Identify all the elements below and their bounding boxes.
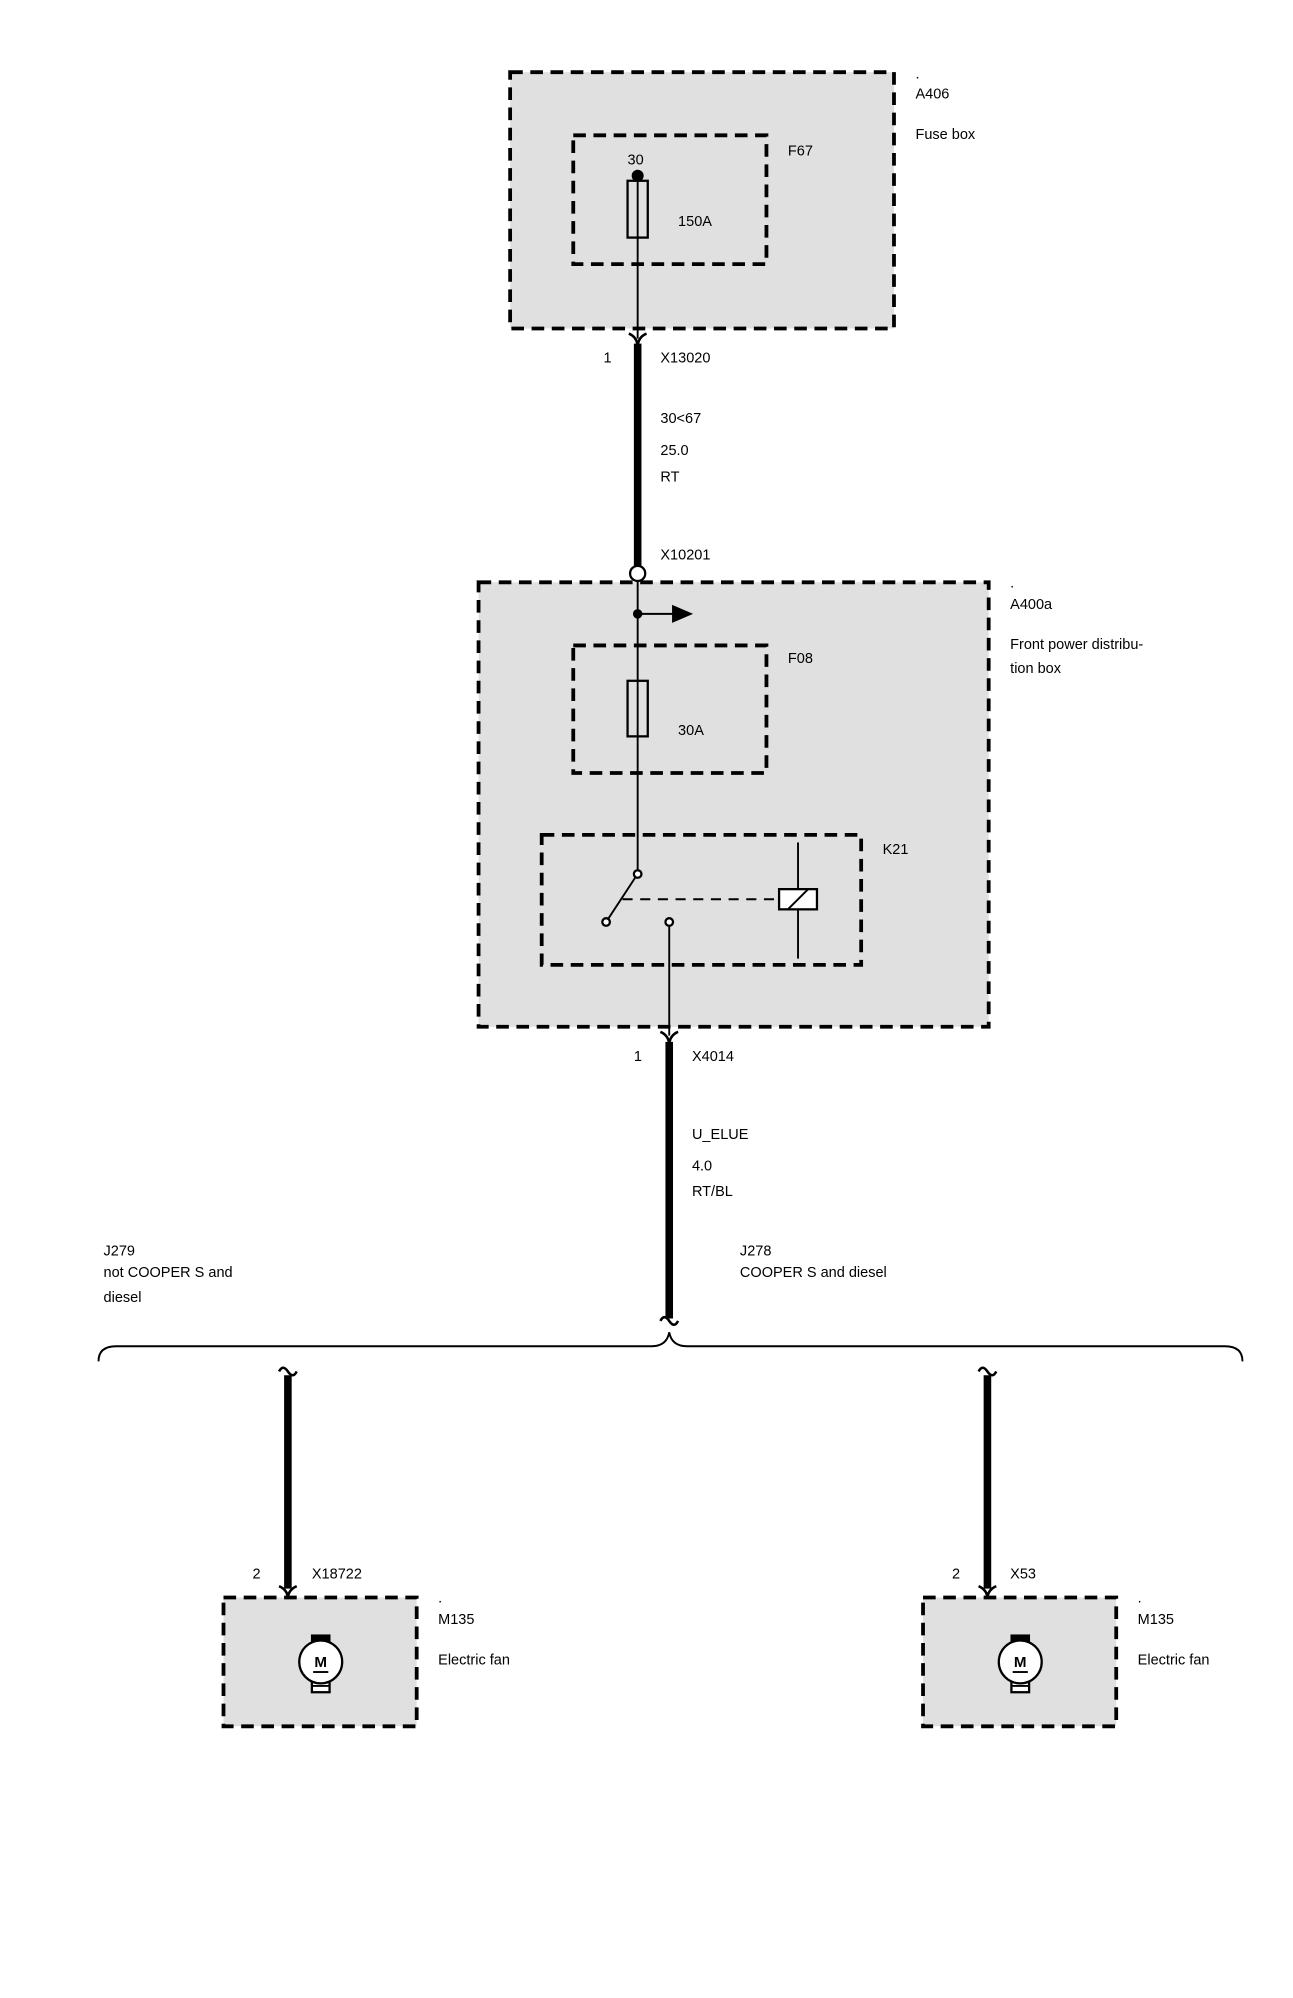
- f08-fuse-symbol: [626, 679, 649, 738]
- wire-upper: 1 X13020 30<67 25.0 RT X10201: [604, 332, 710, 566]
- j279-line2: diesel: [104, 1290, 142, 1306]
- j278-line1: COOPER S and diesel: [740, 1265, 887, 1281]
- m135-left-name: Electric fan: [438, 1652, 510, 1668]
- motor-body: [997, 1639, 1043, 1685]
- wire-lower-cross-section: 4.0: [692, 1159, 712, 1175]
- wire-lower-circuit: U_ELUE: [692, 1127, 749, 1143]
- wire-lower-end-symbol: [659, 1315, 680, 1327]
- j279-line1: not COOPER S and: [104, 1265, 233, 1281]
- x53-id: X53: [1010, 1567, 1036, 1583]
- x10201-id: X10201: [660, 548, 710, 564]
- fuse-box-a406: . A406 Fuse box F67 30 150A: [508, 66, 976, 339]
- f67-fuse-symbol: [626, 179, 649, 239]
- k21-contact-nc: [601, 917, 612, 927]
- left-branch-start-symbol: [277, 1366, 298, 1377]
- m135-right-name: Electric fan: [1138, 1652, 1210, 1668]
- f08-id: F08: [788, 651, 813, 667]
- a400a-outline: [476, 580, 991, 1029]
- motor-letter: M: [1014, 1654, 1027, 1671]
- x13020-pin: 1: [604, 351, 612, 367]
- branch-arrow-head: [672, 604, 694, 623]
- a400a-name-line2: tion box: [1010, 661, 1062, 677]
- m135-right-id: M135: [1138, 1612, 1174, 1628]
- a400a-name-line1: Front power distribu-: [1010, 637, 1143, 653]
- variant-split: J279 not COOPER S and diesel J278 COOPER…: [97, 1243, 1244, 1362]
- a406-outline: [508, 70, 896, 331]
- f67-id: F67: [788, 144, 813, 160]
- k21-id: K21: [883, 842, 909, 858]
- wire-upper-cross-section: 25.0: [660, 443, 688, 459]
- f67-rating: 150A: [678, 214, 712, 230]
- branch-left: 2 X18722 . M135 Electric fan M: [221, 1366, 510, 1729]
- x4014-id: X4014: [692, 1049, 734, 1065]
- a406-name: Fuse box: [915, 127, 975, 143]
- wire-upper-circuit: 30<67: [660, 411, 701, 427]
- f08-rating: 30A: [678, 723, 704, 739]
- f67-pin-dot: [631, 169, 644, 182]
- a406-marker: .: [915, 66, 919, 82]
- motor-letter: M: [314, 1654, 327, 1671]
- motor-icon: M: [997, 1634, 1043, 1694]
- k21-contact-common: [632, 869, 643, 879]
- f08-outline: [571, 643, 769, 775]
- m135-right-marker: .: [1138, 1591, 1142, 1607]
- x18722-pin: 2: [253, 1567, 261, 1583]
- wire-upper-color: RT: [660, 469, 679, 485]
- j278-id: J278: [740, 1243, 771, 1259]
- wire-lower-color: RT/BL: [692, 1184, 733, 1200]
- k21-outline: [539, 832, 864, 967]
- x13020-id: X13020: [660, 351, 710, 367]
- k21-switch-arm: [607, 877, 636, 919]
- a400a-marker: .: [1010, 575, 1014, 591]
- motor-body: [298, 1639, 344, 1685]
- motor-icon: M: [298, 1634, 344, 1694]
- power-distribution-box-a400a: . A400a Front power distribu- tion box F…: [476, 564, 1143, 1036]
- branch-right: 2 X53 . M135 Electric fan M: [921, 1366, 1210, 1729]
- k21-contact-no: [664, 917, 675, 927]
- j279-id: J279: [104, 1243, 135, 1259]
- k21-coil-diagonal: [787, 888, 809, 911]
- m135-left-marker: .: [438, 1591, 442, 1607]
- m135-left-id: M135: [438, 1612, 474, 1628]
- f67-pin: 30: [628, 152, 644, 168]
- wire-lower: 1 X4014 U_ELUE 4.0 RT/BL: [634, 1030, 749, 1327]
- a400a-id: A400a: [1010, 597, 1053, 613]
- x10201-connector-symbol: [628, 564, 647, 583]
- x53-pin: 2: [952, 1567, 960, 1583]
- a406-id: A406: [915, 87, 949, 103]
- x4014-pin: 1: [634, 1049, 642, 1065]
- right-branch-start-symbol: [977, 1366, 998, 1377]
- x18722-id: X18722: [312, 1567, 362, 1583]
- variant-brace: [97, 1332, 1244, 1362]
